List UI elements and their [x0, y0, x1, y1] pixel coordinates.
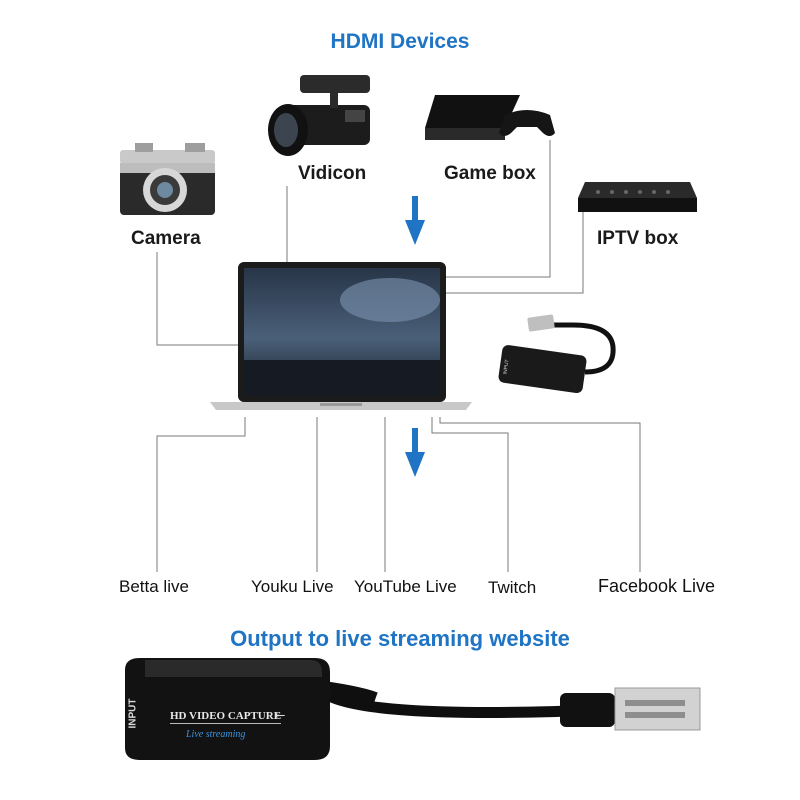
line-twitch	[431, 417, 509, 572]
small-capture-card-icon	[498, 314, 616, 394]
page-title: HDMI Devices	[330, 30, 470, 53]
device-label-gamebox: Game box	[444, 163, 536, 184]
capture-sub-text: Live streaming	[186, 729, 246, 740]
output-label-facebook: Facebook Live	[598, 576, 716, 596]
line-facebook	[439, 417, 641, 572]
output-label-youku: Youku Live	[251, 577, 334, 596]
output-label-youtube: YouTube Live	[354, 577, 457, 596]
capture-brand-text: HD VIDEO CAPTURE	[170, 710, 282, 724]
line-camera	[156, 252, 240, 346]
usb-icon: ⭠	[274, 706, 286, 722]
output-label-twitch: Twitch	[488, 578, 537, 597]
output-label-betta: Betta live	[119, 577, 189, 596]
down-arrow-bottom	[405, 428, 425, 477]
game-console-icon	[425, 95, 555, 140]
camera-icon	[120, 143, 215, 215]
down-arrow-top	[405, 196, 425, 245]
capture-device-icon	[125, 658, 701, 760]
footer-title: Output to live streaming website	[230, 626, 570, 651]
capture-port-text: INPUT	[127, 698, 139, 729]
line-gamebox	[445, 140, 551, 278]
device-label-camera: Camera	[131, 228, 201, 249]
laptop-icon	[210, 262, 472, 410]
device-label-vidicon: Vidicon	[298, 163, 367, 184]
line-iptv	[445, 212, 584, 294]
line-betta	[156, 417, 246, 572]
iptv-box-icon	[578, 182, 697, 212]
device-label-iptv: IPTV box	[597, 228, 679, 249]
video-camera-icon	[268, 75, 370, 156]
